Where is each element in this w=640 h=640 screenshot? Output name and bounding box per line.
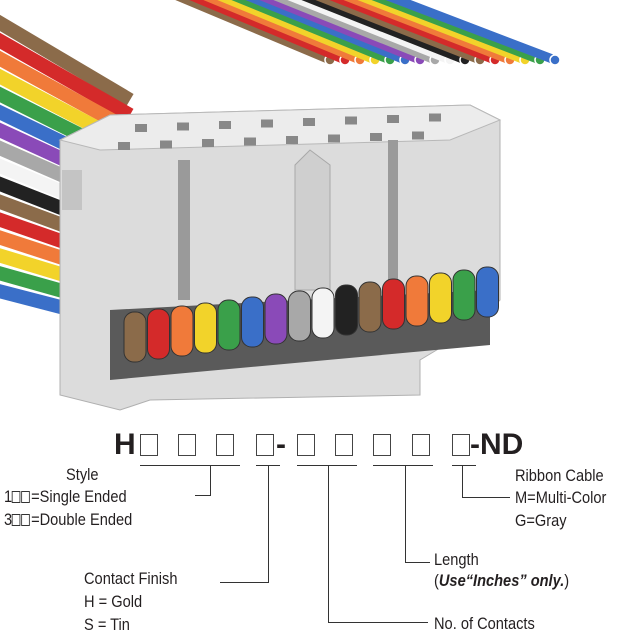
style-double-text: =Double Ended bbox=[31, 510, 133, 529]
part-box-finish bbox=[256, 434, 274, 456]
style-single-code: 1 bbox=[4, 487, 13, 506]
top-wire bbox=[343, 0, 515, 65]
part-number-prefix: H bbox=[114, 428, 136, 461]
ribbon-cable-top bbox=[175, 0, 561, 66]
contact-finish-gold: H = Gold bbox=[84, 592, 143, 611]
top-wire bbox=[231, 0, 395, 65]
contact-hole bbox=[261, 119, 273, 128]
ribbon-cable-assembly-image bbox=[0, 0, 561, 411]
wire-end bbox=[147, 308, 170, 360]
contact-hole bbox=[303, 118, 315, 126]
contact-holes bbox=[118, 113, 441, 150]
wire-end bbox=[241, 296, 264, 348]
top-wire bbox=[273, 0, 440, 65]
ribbon-cable-multi: M=Multi-Color bbox=[515, 488, 607, 507]
contact-finish-label: Contact Finish bbox=[84, 569, 178, 588]
style-double-ended: 3 =Double Ended bbox=[4, 510, 132, 530]
top-wire bbox=[189, 0, 350, 65]
wire-end bbox=[264, 293, 288, 345]
length-note-bold: Use“Inches” only. bbox=[438, 571, 565, 590]
wire-end bbox=[429, 272, 452, 324]
contact-hole bbox=[118, 142, 130, 150]
top-wire bbox=[203, 0, 365, 65]
contact-hole bbox=[219, 121, 231, 129]
ribbon-cable-gray: G=Gray bbox=[515, 511, 567, 530]
contact-hole bbox=[345, 116, 357, 125]
contact-hole bbox=[286, 136, 298, 144]
idc-connector bbox=[58, 104, 502, 411]
contact-hole bbox=[387, 115, 399, 123]
wire-end bbox=[288, 290, 311, 342]
top-wire bbox=[371, 0, 545, 65]
part-number-dash: - bbox=[276, 428, 286, 461]
top-wire-end bbox=[549, 54, 561, 66]
top-wire bbox=[259, 0, 425, 65]
length-label: Length bbox=[434, 550, 479, 569]
style-single-ended: 1 =Single Ended bbox=[4, 487, 127, 507]
part-box-length-1 bbox=[373, 434, 391, 456]
contact-hole bbox=[244, 137, 256, 146]
wire-end bbox=[476, 266, 499, 318]
contact-hole bbox=[135, 124, 147, 132]
part-box-style-1 bbox=[140, 434, 158, 456]
style-double-code: 3 bbox=[4, 510, 13, 529]
ribbon-cable-label: Ribbon Cable bbox=[515, 466, 604, 485]
contact-hole bbox=[429, 113, 441, 122]
top-wire bbox=[357, 0, 530, 65]
wire-end bbox=[405, 275, 429, 327]
contact-hole bbox=[202, 139, 214, 147]
style-label: Style bbox=[66, 465, 99, 484]
length-note: (Use“Inches” only.) bbox=[434, 571, 569, 591]
wire-end bbox=[358, 281, 382, 333]
top-wire bbox=[217, 0, 380, 65]
wire-end bbox=[311, 287, 335, 339]
part-box-cable bbox=[452, 434, 470, 456]
wire-end bbox=[123, 311, 147, 363]
wire-end bbox=[335, 284, 358, 336]
wire-end bbox=[194, 302, 217, 354]
top-wire bbox=[315, 0, 485, 65]
contact-hole bbox=[328, 134, 340, 143]
wire-end bbox=[382, 278, 405, 330]
length-note-open: ( bbox=[434, 571, 439, 590]
contact-hole bbox=[370, 133, 382, 141]
contact-hole bbox=[177, 122, 189, 131]
top-wire bbox=[329, 0, 500, 65]
contact-hole bbox=[160, 140, 172, 149]
top-wire bbox=[245, 0, 410, 65]
wire-end bbox=[452, 269, 476, 321]
part-box-contacts-1 bbox=[297, 434, 315, 456]
part-number-suffix: -ND bbox=[470, 428, 524, 461]
wire-end bbox=[170, 305, 194, 357]
top-wire bbox=[385, 0, 560, 65]
left-wire bbox=[0, 14, 134, 107]
wire-end bbox=[217, 299, 241, 351]
length-note-close: ) bbox=[564, 571, 570, 590]
top-wire bbox=[301, 0, 470, 65]
part-box-style-3 bbox=[216, 434, 234, 456]
top-wire bbox=[175, 0, 335, 65]
top-wire bbox=[287, 0, 455, 65]
part-box-contacts-2 bbox=[335, 434, 353, 456]
style-single-text: =Single Ended bbox=[31, 487, 127, 506]
contact-hole bbox=[412, 131, 424, 140]
contact-finish-tin: S = Tin bbox=[84, 615, 130, 634]
part-box-length-2 bbox=[412, 434, 430, 456]
part-box-style-2 bbox=[178, 434, 196, 456]
wire-ends bbox=[123, 266, 499, 363]
contacts-label: No. of Contacts bbox=[434, 614, 535, 633]
left-wire bbox=[0, 32, 134, 122]
